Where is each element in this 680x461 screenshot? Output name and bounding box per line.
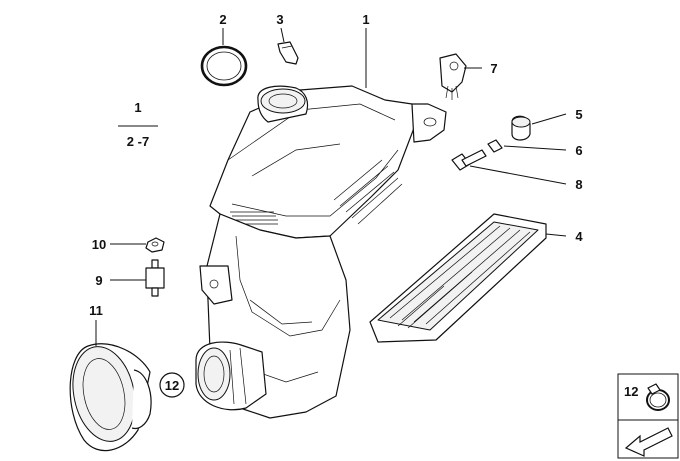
callout-7: 7: [490, 61, 497, 76]
bolt: [451, 149, 487, 171]
callouts: 1 2 3 4 5 6 7 8 9 10 11: [89, 12, 583, 318]
callout-9: 9: [95, 273, 102, 288]
callout-12-circled-text: 12: [165, 378, 179, 393]
bushing: [487, 139, 503, 153]
legend-callout-12: 12: [624, 384, 638, 399]
assembly-note: 1 2 -7: [127, 100, 149, 149]
callout-3: 3: [276, 12, 283, 27]
nut: [145, 237, 165, 253]
callout-2: 2: [219, 12, 226, 27]
air-filter-housing: [195, 85, 447, 419]
callout-4: 4: [575, 229, 583, 244]
seal-ring: [200, 45, 248, 87]
callout-12-circled: 12: [159, 372, 185, 398]
callout-8: 8: [575, 177, 582, 192]
filter-element: [369, 213, 547, 343]
callout-6: 6: [575, 143, 582, 158]
callout-1: 1: [362, 12, 369, 27]
leader-lines: [95, 27, 567, 346]
intake-funnel: [69, 343, 152, 452]
legend-box: 12: [617, 373, 679, 459]
rubber-buffer: [145, 259, 165, 297]
rubber-mount: [511, 115, 531, 141]
sensor-connector: [439, 53, 467, 100]
hose-clamp-icon: [646, 383, 670, 411]
callout-5: 5: [575, 107, 582, 122]
assembly-note-bottom: 2 -7: [127, 134, 149, 149]
small-hose: [277, 41, 299, 65]
arrow-icon: [624, 427, 673, 457]
callout-10: 10: [92, 237, 106, 252]
callout-11: 11: [89, 303, 103, 318]
assembly-note-top: 1: [134, 100, 141, 115]
